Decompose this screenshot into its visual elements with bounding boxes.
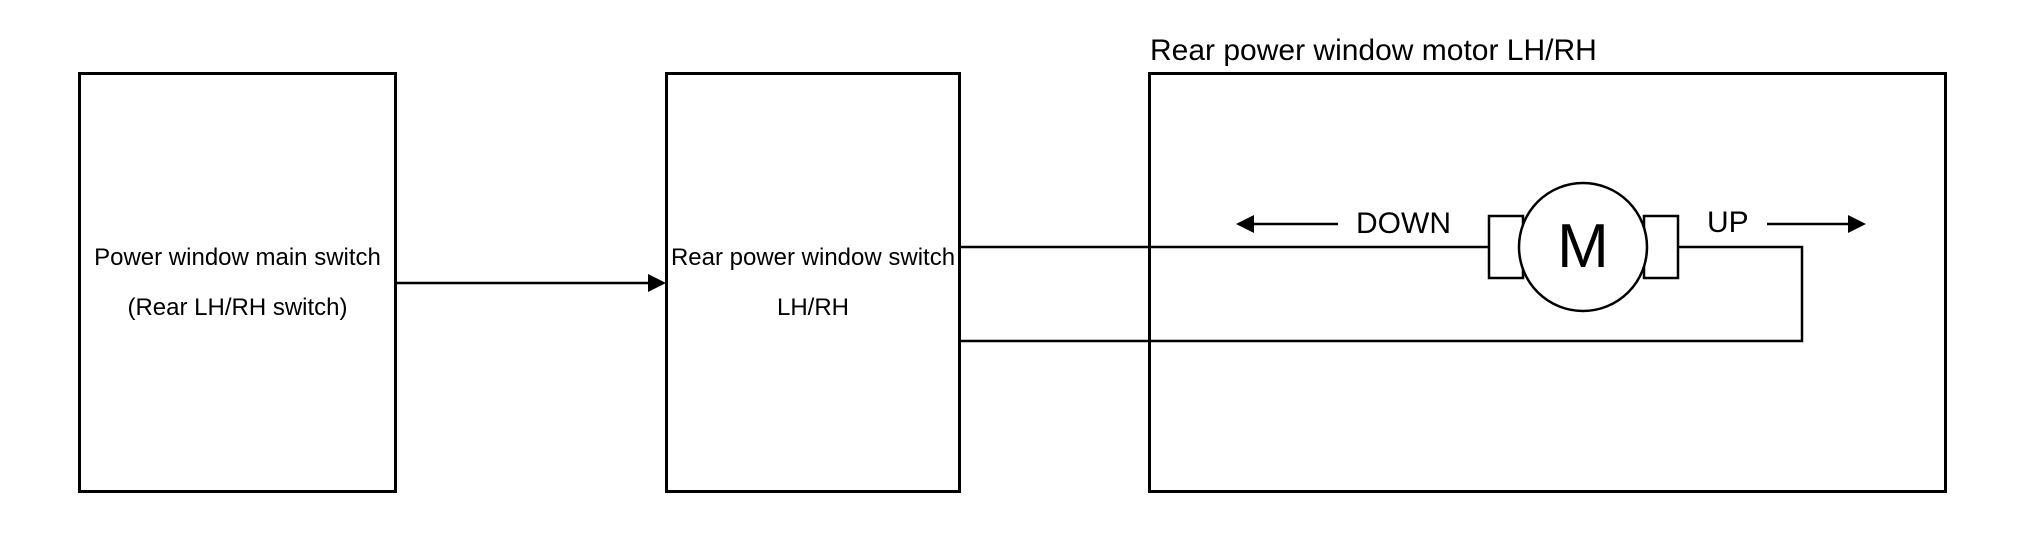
main-switch-label-line2: (Rear LH/RH switch) <box>127 293 348 321</box>
motor-body-icon <box>1517 181 1649 313</box>
main-switch-label-line1: Power window main switch <box>94 243 381 271</box>
main-switch-label: Power window main switch (Rear LH/RH swi… <box>81 75 394 490</box>
motor-box-title: Rear power window motor LH/RH <box>1150 34 1597 67</box>
motor-left-terminal <box>1487 214 1525 280</box>
wire-to-motor-right-terminal <box>961 245 1804 343</box>
rear-switch-label-line1: Rear power window switch <box>670 243 956 271</box>
motor-right-terminal <box>1642 214 1680 280</box>
rear-switch-box: Rear power window switch LH/RH <box>665 72 961 493</box>
main-switch-box: Power window main switch (Rear LH/RH swi… <box>78 72 397 493</box>
motor-m-label: M <box>1557 212 1609 281</box>
rear-switch-label: Rear power window switch LH/RH <box>668 75 958 490</box>
down-arrowhead-icon <box>1236 215 1254 233</box>
rear-switch-label-line2: LH/RH <box>776 293 849 321</box>
down-label: DOWN <box>1356 207 1451 240</box>
up-arrowhead-icon <box>1848 215 1866 233</box>
motor-box <box>1148 72 1947 493</box>
up-label: UP <box>1707 206 1749 239</box>
connector-arrowhead-icon <box>648 274 666 292</box>
